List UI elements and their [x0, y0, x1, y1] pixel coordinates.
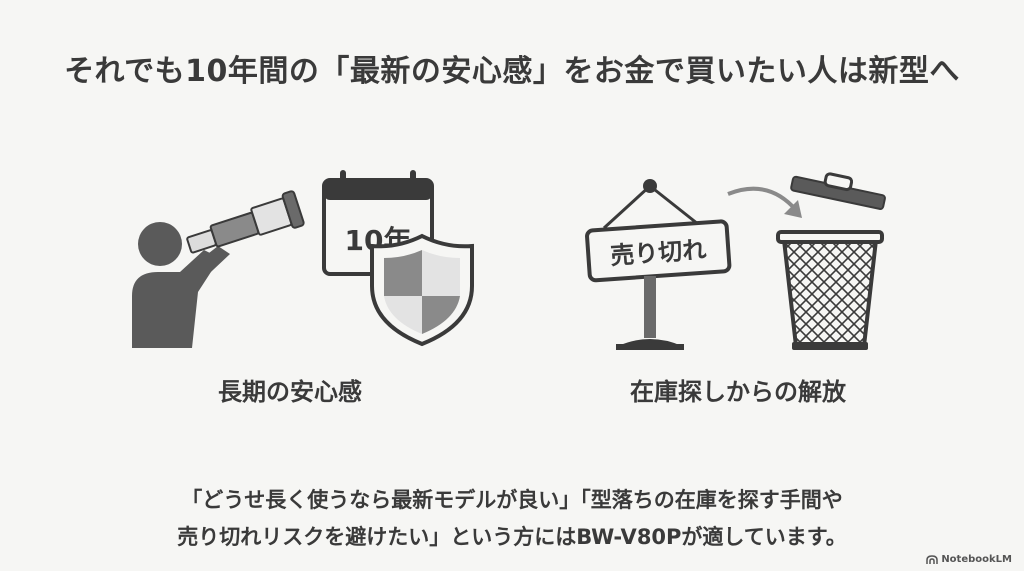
left-illustration: 10年: [132, 170, 474, 348]
label-free-from-stock-search: 在庫探しからの解放: [630, 378, 846, 406]
sign-text: 売り切れ: [609, 236, 707, 271]
trash-can-icon: [776, 172, 886, 350]
brand-name: NotebookLM: [941, 554, 1012, 565]
right-illustration: 売り切れ: [585, 172, 886, 350]
person-with-telescope-icon: [132, 190, 305, 348]
label-long-term-security: 長期の安心感: [218, 378, 362, 406]
caption-line-2: 売り切れリスクを避けたい」という方にはBW-V80Pが適しています。: [177, 525, 847, 549]
caption-line-1: 「どうせ長く使うなら最新モデルが良い」「型落ちの在庫を探す手間や: [181, 488, 843, 512]
arrow-icon: [727, 186, 802, 218]
notebooklm-icon: [926, 554, 939, 564]
shield-icon: [370, 233, 474, 347]
caption: 「どうせ長く使うなら最新モデルが良い」「型落ちの在庫を探す手間や 売り切れリスク…: [0, 482, 1024, 556]
signboard-icon: 売り切れ: [585, 179, 732, 350]
slide-title: それでも10年間の「最新の安心感」をお金で買いたい人は新型へ: [64, 54, 960, 89]
brand-logo: NotebookLM: [926, 554, 1012, 565]
